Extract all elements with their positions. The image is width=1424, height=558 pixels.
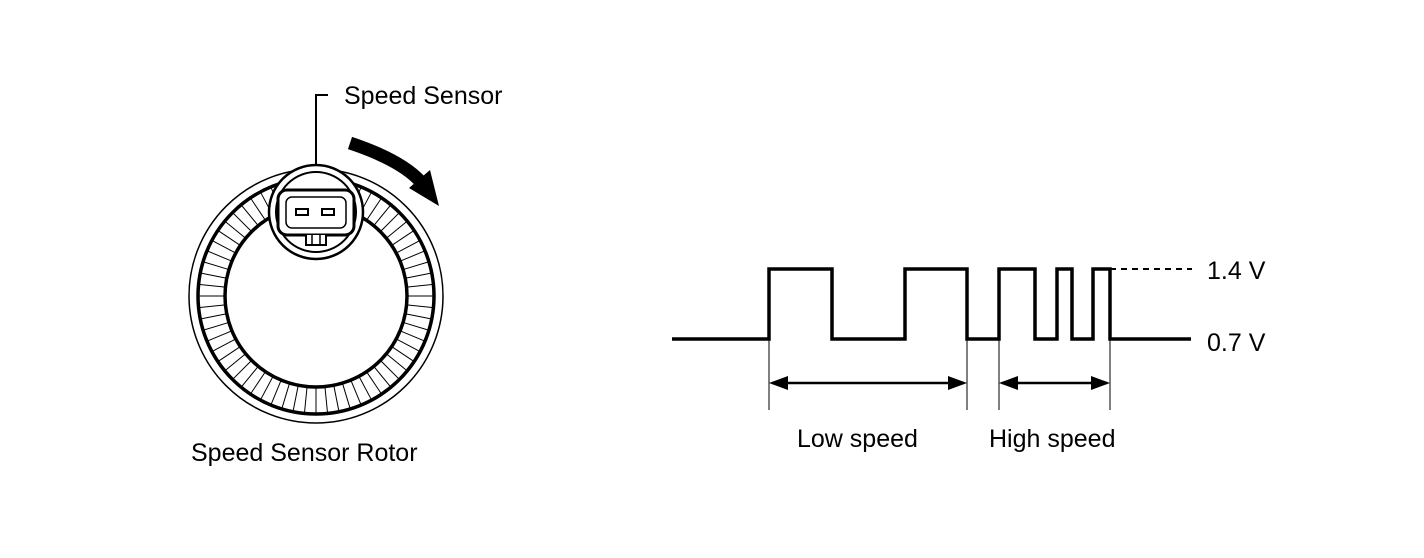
- rotor-tooth: [240, 204, 259, 226]
- rotor-tooth: [250, 197, 266, 221]
- rotor-tooth: [240, 366, 259, 388]
- rotor-tooth: [281, 382, 291, 410]
- rotor-tooth: [366, 371, 382, 395]
- high-speed-label: High speed: [989, 425, 1115, 453]
- rotor-tooth: [391, 346, 415, 362]
- connector-icon: [276, 188, 356, 246]
- rotor-tooth: [358, 376, 373, 401]
- rotor-tooth: [396, 239, 421, 254]
- sensor-label: Speed Sensor: [344, 82, 502, 110]
- rotor-tooth: [217, 230, 241, 246]
- rotor-tooth: [350, 379, 362, 406]
- high-voltage-label: 1.4 V: [1207, 257, 1266, 285]
- low-speed-dimension-arrow: [769, 376, 967, 390]
- rotor-tooth: [324, 386, 329, 414]
- rotor-tooth: [292, 385, 299, 412]
- rotor-tooth: [206, 250, 233, 262]
- rotor-tooth: [399, 250, 426, 262]
- rotor-tooth: [373, 204, 392, 226]
- rotor-tooth: [373, 366, 392, 388]
- rotor-tooth: [402, 261, 430, 271]
- rotor-tooth: [379, 359, 400, 380]
- rotor-tooth: [333, 385, 340, 412]
- rotor-tooth: [211, 239, 236, 254]
- rotor-tooth: [250, 371, 266, 395]
- rotor-tooth: [391, 230, 415, 246]
- rotor-tooth: [232, 212, 253, 233]
- high-speed-dimension-arrow: [999, 376, 1110, 390]
- rotor-tooth: [270, 379, 282, 406]
- rotor-label: Speed Sensor Rotor: [191, 439, 418, 467]
- low-voltage-label: 0.7 V: [1207, 329, 1266, 357]
- rotor-tooth: [303, 386, 308, 414]
- rotor-tooth: [405, 313, 432, 320]
- rotor-tooth: [386, 353, 408, 372]
- pulse-signal-trace: [672, 267, 1191, 341]
- rotor-tooth: [202, 321, 230, 331]
- rotor-tooth: [405, 272, 432, 279]
- rotor-tooth: [341, 382, 351, 410]
- low-speed-label: Low speed: [797, 425, 918, 453]
- rotor-tooth: [200, 272, 227, 279]
- rotor-tooth: [198, 283, 226, 288]
- rotor-tooth: [217, 346, 241, 362]
- rotor-tooth: [200, 313, 227, 320]
- rotor-tooth: [399, 330, 426, 342]
- sensor-waveform: 1.4 V 0.7 V Low speed High speed: [672, 257, 1266, 453]
- rotor-tooth: [202, 261, 230, 271]
- rotor-tooth: [259, 376, 274, 401]
- rotor-tooth: [198, 304, 226, 309]
- rotor-tooth: [224, 220, 246, 239]
- speed-sensor: Speed Sensor: [267, 82, 502, 261]
- rotor-tooth: [406, 283, 434, 288]
- rotor-tooth: [224, 353, 246, 372]
- rotor-tooth: [386, 220, 408, 239]
- sensor-leader-line: [315, 94, 328, 165]
- rotor-tooth: [232, 359, 253, 380]
- rotor-tooth: [211, 338, 236, 353]
- rotor-tooth: [406, 304, 434, 309]
- rotor-tooth: [402, 321, 430, 331]
- rotor-tooth: [379, 212, 400, 233]
- rotor-tooth: [396, 338, 421, 353]
- rotor-tooth: [206, 330, 233, 342]
- rotor-tooth: [366, 197, 382, 221]
- rotation-arrow-icon: [347, 136, 439, 206]
